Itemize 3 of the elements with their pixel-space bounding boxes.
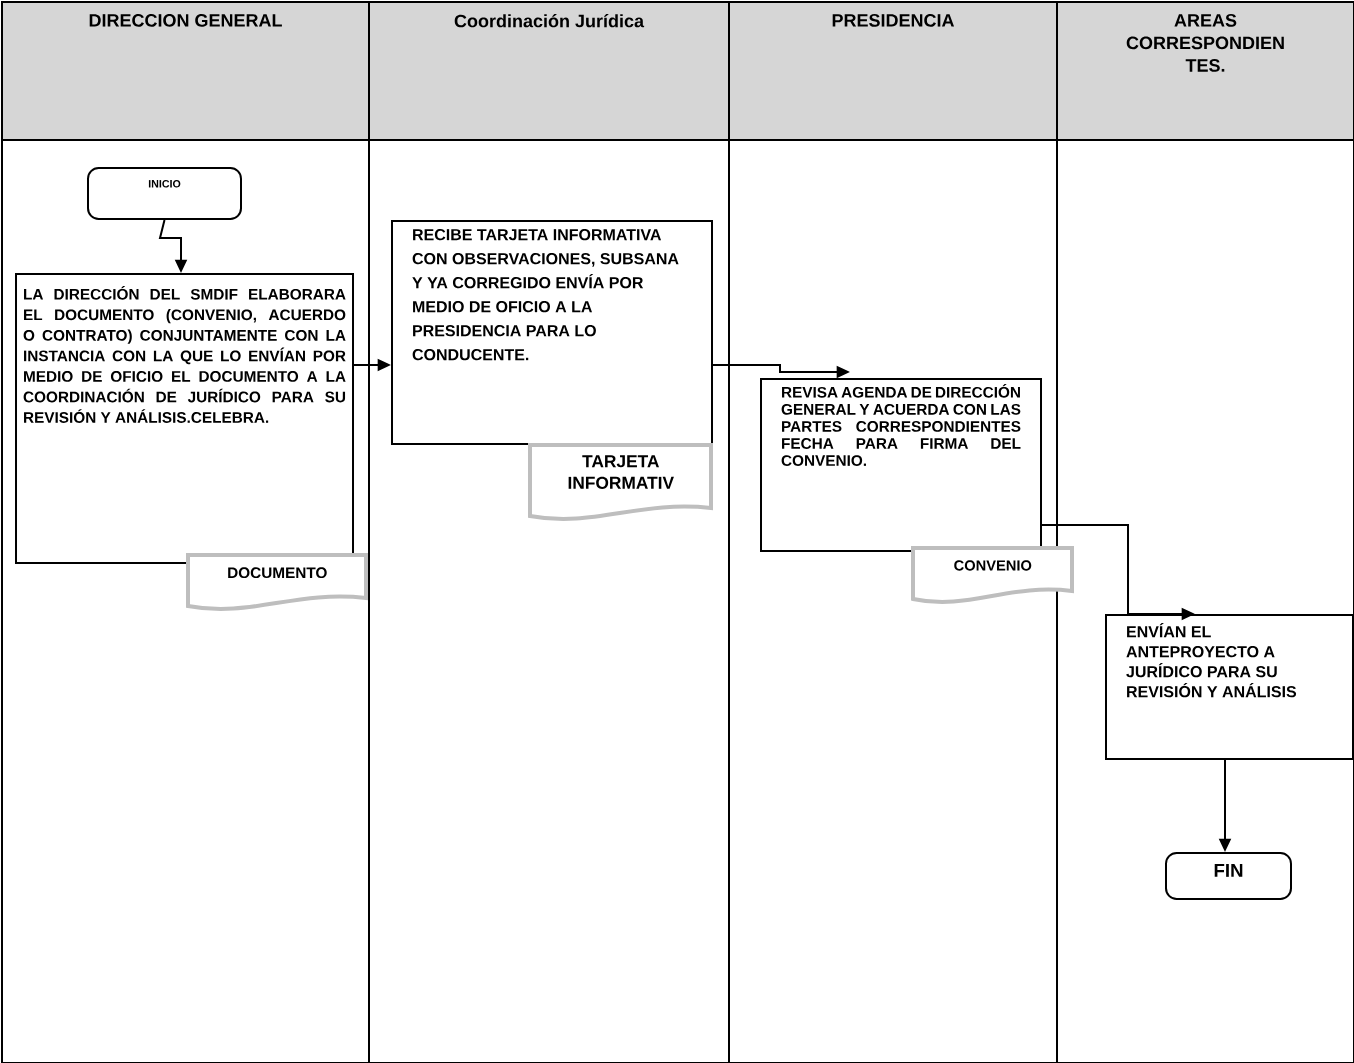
terminal-box: FIN xyxy=(1165,852,1292,900)
process-box: ENVÍAN EL ANTEPROYECTO A JURÍDICO PARA SU REVISIÓN Y ANÁLISIS xyxy=(1105,614,1354,760)
terminal-box: INICIO xyxy=(87,167,242,220)
